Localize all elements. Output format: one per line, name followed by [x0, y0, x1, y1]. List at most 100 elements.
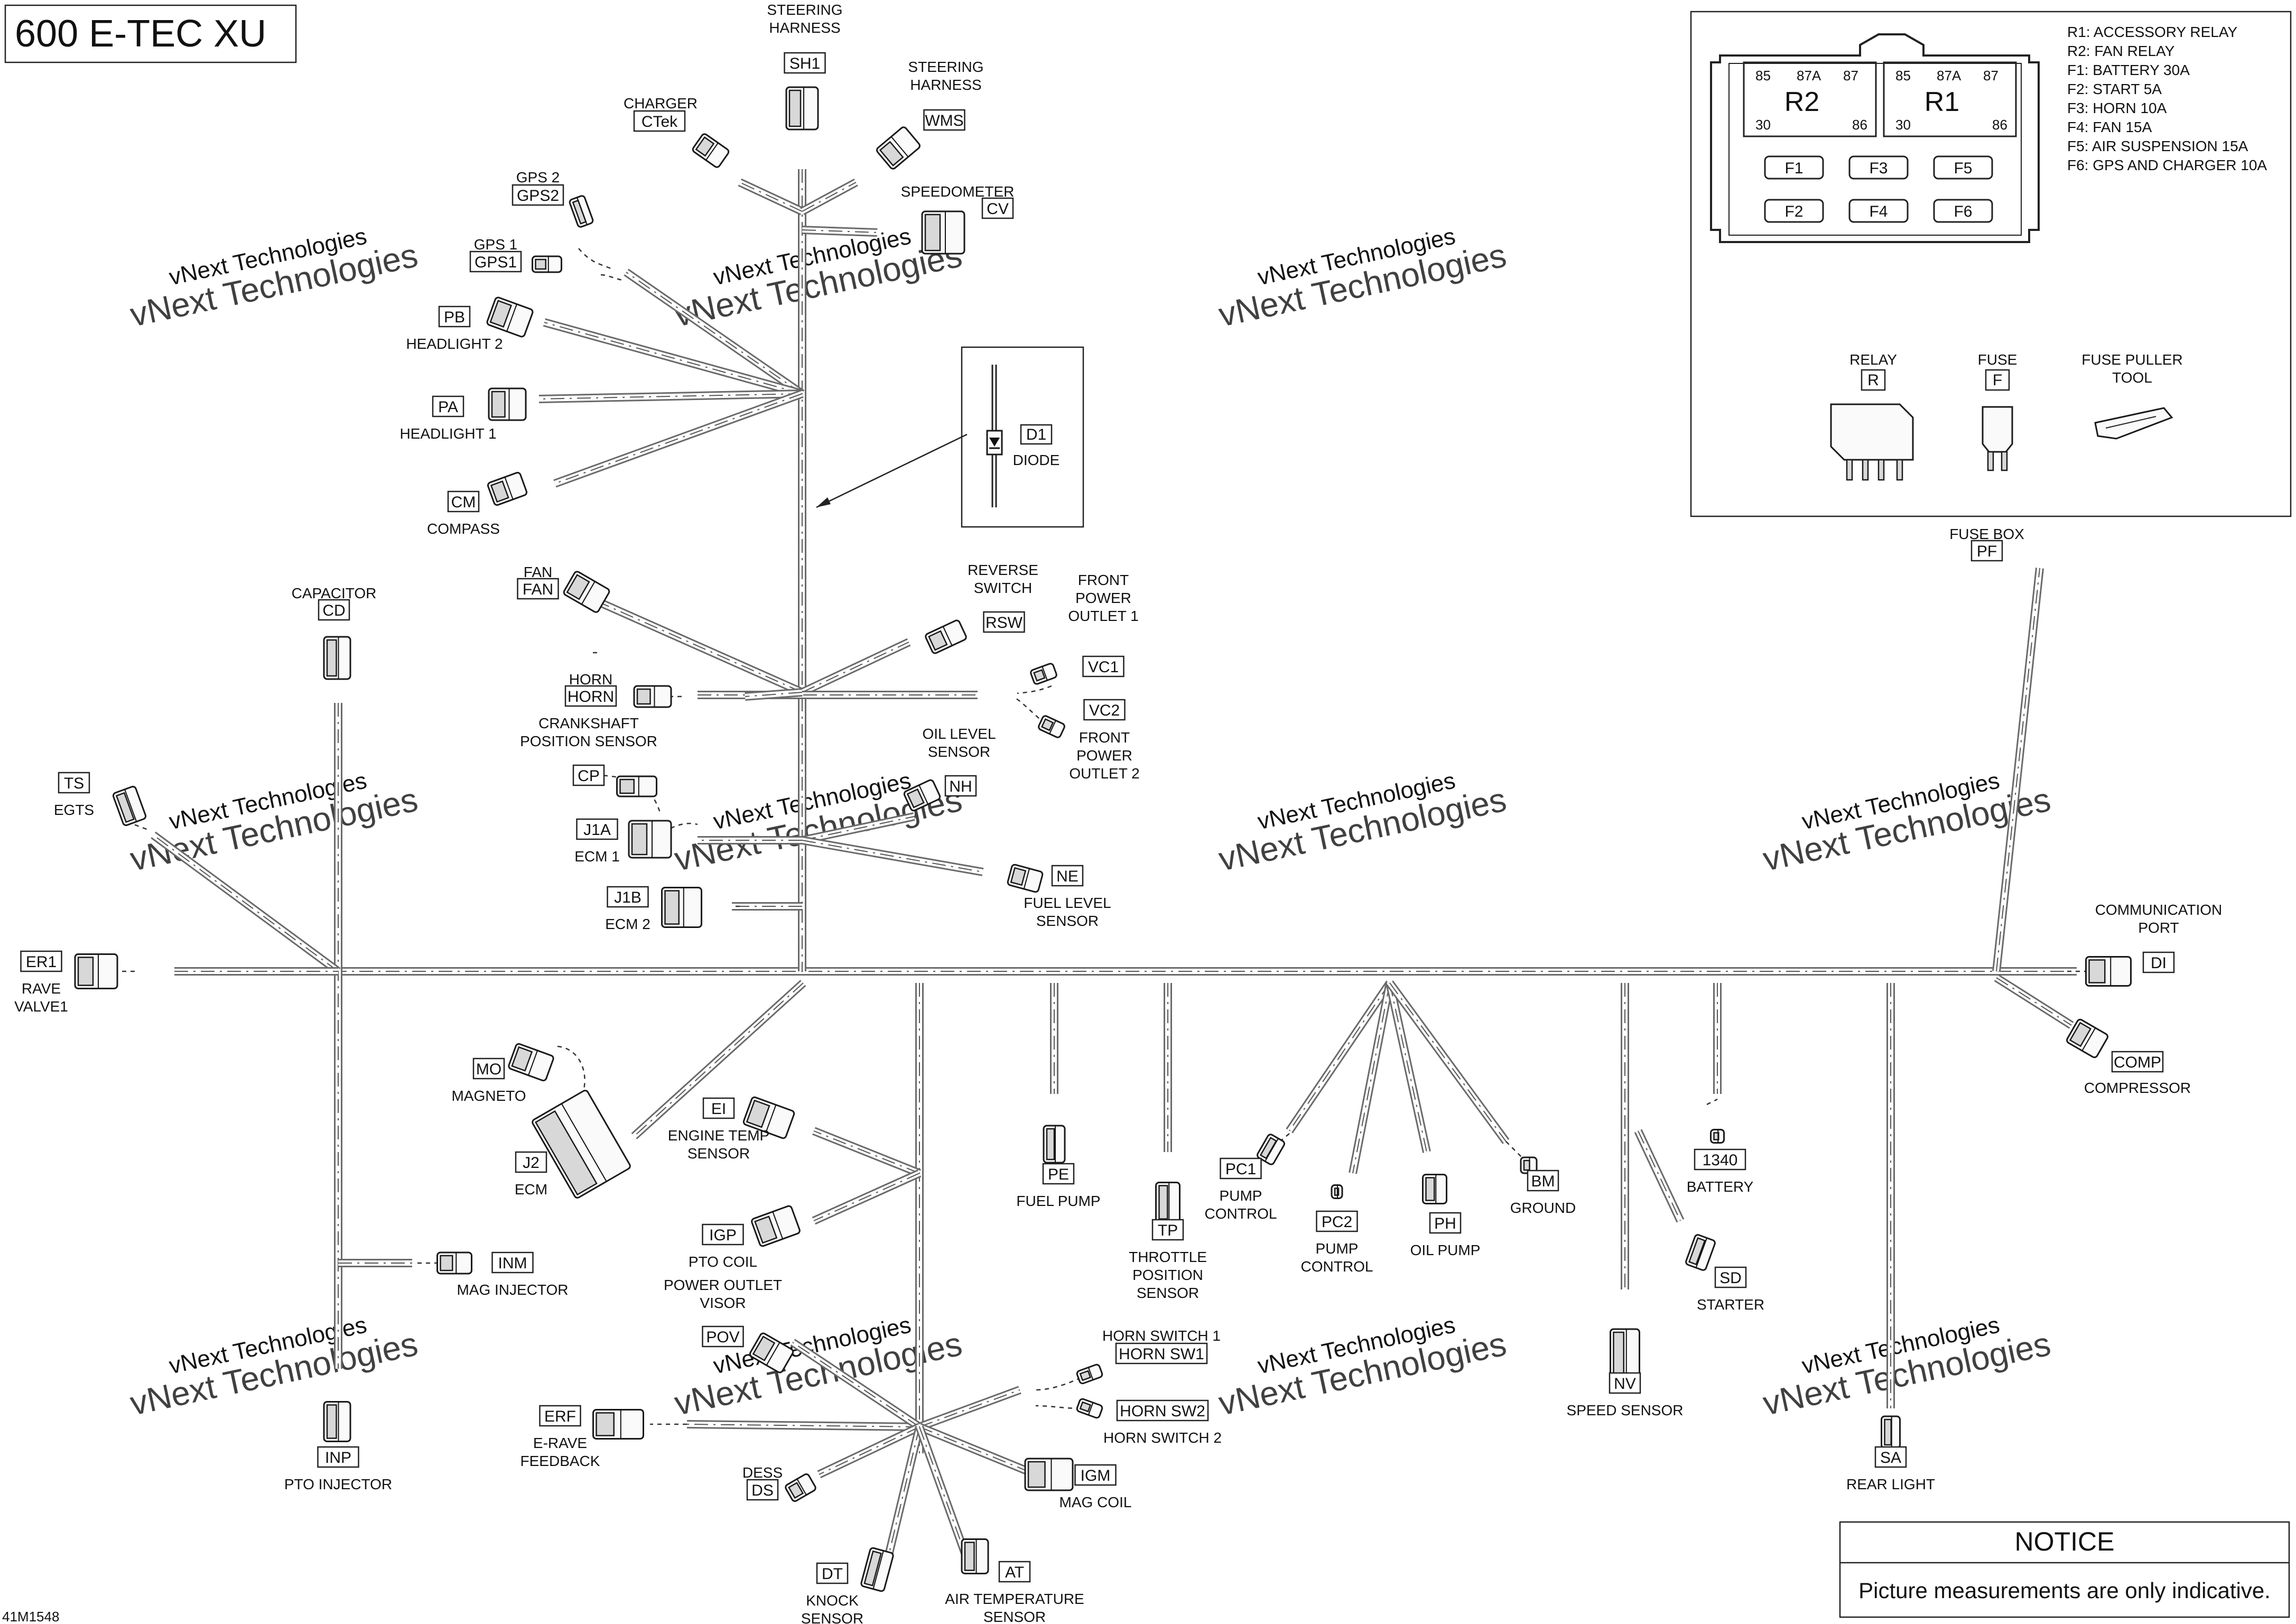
connector-latch [115, 792, 135, 823]
harness-centerline [1996, 568, 2040, 972]
connector-seam [577, 197, 588, 225]
fuse-slot [1764, 155, 1824, 180]
connector-name: HEADLIGHT 2 [406, 336, 503, 352]
connector-latch [326, 1404, 337, 1439]
connector-name-line: SENSOR [928, 744, 990, 760]
connector-name-line: STEERING [767, 2, 842, 18]
relay-pin-label: 85 [1755, 68, 1771, 83]
connector-latch [1041, 718, 1054, 731]
connector-name-line: REVERSE [968, 562, 1038, 578]
connector-name-line: FUEL PUMP [1016, 1193, 1100, 1209]
connector-code: GPS1 [475, 254, 517, 271]
connector-icon [2085, 956, 2132, 987]
connector-name-line: DESS [742, 1464, 783, 1481]
harness-centerline [813, 1173, 920, 1221]
code-box [1151, 1219, 1184, 1241]
fuse-slot [1848, 155, 1909, 180]
code-box [1083, 699, 1126, 721]
harness-centerline [1352, 982, 1390, 1174]
notice-text: Picture measurements are only indicative… [1858, 1578, 2271, 1603]
connector-name: BATTERY [1687, 1178, 1754, 1195]
fuse-slot [1764, 199, 1824, 223]
fuse-icon [1982, 406, 2013, 453]
connector-latch [596, 1412, 615, 1436]
code-box [1220, 1157, 1262, 1180]
connector-name-line: SENSOR [1036, 913, 1099, 929]
code-box [58, 772, 90, 794]
relay-pin [1877, 459, 1885, 481]
code-box [633, 110, 686, 132]
code-box [607, 886, 649, 908]
harness-centerline [802, 642, 909, 693]
fuse-puller-icon [2094, 407, 2173, 440]
connector-latch [535, 1110, 598, 1196]
code-box [1429, 1212, 1462, 1234]
connector-icon [1685, 1234, 1716, 1271]
fuse-slot [1933, 199, 1993, 223]
code-box [564, 685, 617, 707]
fuse-slot [1933, 155, 1993, 180]
connector-icon [532, 1090, 631, 1199]
connector-code: IGM [1081, 1467, 1111, 1484]
harness-centerline [819, 1426, 920, 1475]
relay-pin-label: 87 [1843, 68, 1858, 83]
connector-code: NV [1614, 1375, 1636, 1393]
diode-code-box [1020, 424, 1053, 445]
connector-name-line: POSITION [1132, 1267, 1203, 1283]
connector-seam [796, 1479, 807, 1496]
connector-code: J1A [583, 821, 611, 839]
connector-icon [486, 296, 534, 338]
connector-code: RSW [986, 614, 1023, 632]
code-box [20, 950, 62, 972]
connector-code: AT [1005, 1564, 1024, 1581]
dashed-lead [1505, 1141, 1522, 1158]
connector-icon [785, 86, 819, 131]
connector-seam [872, 1551, 884, 1590]
harness-centerline [739, 182, 803, 212]
harness-centerline [919, 1426, 968, 1560]
connector-seam [1265, 1138, 1279, 1162]
connector-latch [1027, 1461, 1046, 1488]
connector-latch [566, 574, 590, 600]
connector-name-line: PUMP [1316, 1240, 1359, 1257]
fuse-box-inner [1728, 63, 2022, 236]
connector-latch [636, 688, 651, 705]
connector-name-line: POWER OUTLET [664, 1277, 782, 1293]
connector-latch [1259, 1137, 1277, 1159]
connector-latch [489, 300, 513, 328]
connector-icon [1610, 1328, 1640, 1378]
connector-latch [440, 1255, 453, 1272]
diode-pointer [816, 433, 968, 508]
code-box [517, 578, 559, 600]
connector-name-line: THROTTLE [1129, 1249, 1207, 1265]
diode-icon [989, 438, 1000, 447]
code-box [1115, 1342, 1208, 1365]
connector-name-line: HARNESS [769, 20, 840, 36]
connector-code: J1B [614, 889, 642, 906]
connector-name-line: GPS 1 [474, 236, 517, 253]
relay-slot-label: R1 [1925, 87, 1959, 117]
accessory-name-line: RELAY [1849, 351, 1897, 368]
harness-segment [1995, 975, 2073, 1028]
connector-name-line: ENGINE TEMP [668, 1127, 769, 1144]
dashed-lead [1017, 685, 1052, 694]
